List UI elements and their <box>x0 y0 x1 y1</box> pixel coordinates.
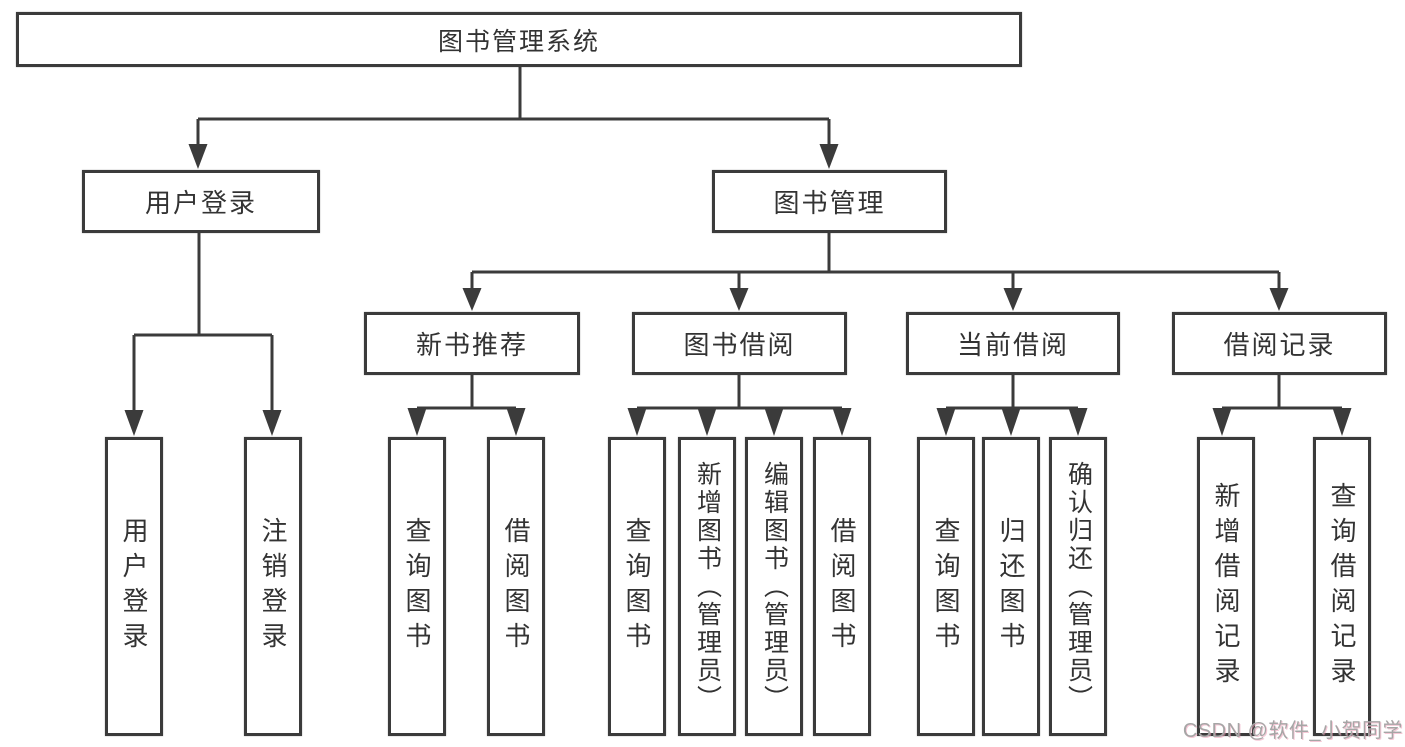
node-root-library-system: 图书管理系统 <box>16 12 1022 67</box>
node-label: 图书管理 <box>773 188 886 218</box>
node-label: 图书借阅 <box>683 330 796 360</box>
connector-records-to-leaves <box>1222 375 1342 410</box>
arrowhead <box>1003 288 1023 311</box>
node-label: 用户登录 <box>119 516 149 657</box>
node-label: 编辑图书（管理员） <box>760 460 789 713</box>
node-label: 查询图书 <box>931 516 961 657</box>
connector-userlogin-to-leaves <box>132 233 274 412</box>
node-current-borrowing: 当前借阅 <box>906 312 1120 375</box>
node-label: 查询图书 <box>402 516 432 657</box>
node-new-book-recommend: 新书推荐 <box>364 312 580 375</box>
arrowhead <box>124 410 144 436</box>
leaf-borrow-books-recommend: 借阅图书 <box>487 437 545 736</box>
arrowhead <box>697 408 717 436</box>
arrowhead <box>1332 408 1352 436</box>
arrowhead <box>1068 408 1088 436</box>
arrowhead <box>936 408 956 436</box>
arrowhead <box>764 408 784 436</box>
leaf-query-books-recommend: 查询图书 <box>388 437 446 736</box>
node-label: 借阅记录 <box>1223 330 1336 360</box>
node-label: 查询借阅记录 <box>1327 481 1357 692</box>
connector-current-to-leaves <box>946 375 1078 410</box>
node-label: 借阅图书 <box>827 516 857 657</box>
connector-newbook-to-leaves <box>417 375 516 410</box>
leaf-query-books-current: 查询图书 <box>917 437 975 736</box>
node-label: 用户登录 <box>144 188 257 218</box>
leaf-confirm-return-admin: 确认归还（管理员） <box>1049 437 1107 736</box>
node-label: 归还图书 <box>996 516 1026 657</box>
node-book-management: 图书管理 <box>712 170 947 233</box>
connector-root-to-level2 <box>196 66 831 146</box>
node-label: 新增图书（管理员） <box>693 460 722 713</box>
arrowhead <box>627 408 647 436</box>
node-label: 新增借阅记录 <box>1211 481 1241 692</box>
connector-borrowing-to-leaves <box>637 375 842 410</box>
node-label: 借阅图书 <box>501 516 531 657</box>
node-label: 注销登录 <box>258 516 288 657</box>
node-borrowing-records: 借阅记录 <box>1172 312 1387 375</box>
arrowhead <box>1001 408 1021 436</box>
leaf-add-book-admin: 新增图书（管理员） <box>678 437 736 736</box>
leaf-query-borrow-record: 查询借阅记录 <box>1313 437 1371 736</box>
node-user-login: 用户登录 <box>82 170 320 233</box>
leaf-query-books-borrowing: 查询图书 <box>608 437 666 736</box>
node-label: 查询图书 <box>622 516 652 657</box>
arrowhead <box>729 288 749 311</box>
arrowhead <box>462 288 482 311</box>
arrowhead <box>1269 288 1289 311</box>
node-label: 确认归还（管理员） <box>1064 460 1093 713</box>
node-label: 当前借阅 <box>956 330 1069 360</box>
leaf-logout: 注销登录 <box>244 437 302 736</box>
node-label: 图书管理系统 <box>437 27 600 56</box>
node-book-borrowing: 图书借阅 <box>632 312 847 375</box>
arrowhead <box>832 408 852 436</box>
arrowhead <box>819 144 839 169</box>
connector-bookmgmt-to-level3 <box>470 233 1281 290</box>
arrowhead <box>407 408 427 436</box>
leaf-edit-book-admin: 编辑图书（管理员） <box>745 437 803 736</box>
arrowhead <box>506 408 526 436</box>
leaf-return-book: 归还图书 <box>982 437 1040 736</box>
leaf-user-login: 用户登录 <box>105 437 163 736</box>
leaf-add-borrow-record: 新增借阅记录 <box>1197 437 1255 736</box>
arrowhead <box>262 410 282 436</box>
node-label: 新书推荐 <box>415 330 528 360</box>
leaf-borrow-books-borrowing: 借阅图书 <box>813 437 871 736</box>
arrowhead <box>188 144 208 169</box>
csdn-watermark: CSDN @软件_小贺同学 <box>1182 720 1403 742</box>
arrowhead <box>1212 408 1232 436</box>
